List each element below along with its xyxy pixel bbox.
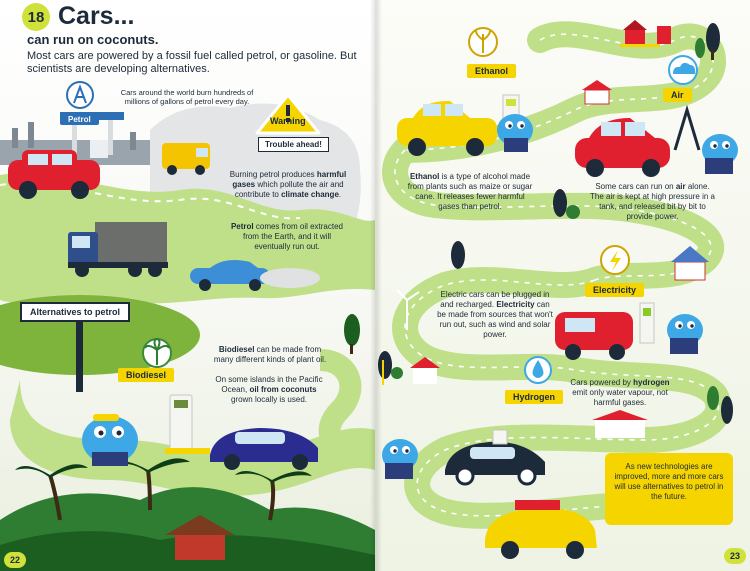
left-page: 18 Cars... can run on coconuts. Most car… <box>0 0 375 571</box>
page-number-right: 23 <box>724 548 746 564</box>
future-note-box <box>605 453 733 525</box>
air-label: Air <box>663 88 692 102</box>
warning-label: Warning <box>270 116 306 126</box>
air-text: Some cars can run on air alone. The air … <box>590 182 715 221</box>
electricity-label: Electricity <box>585 283 645 297</box>
ethanol-label: Ethanol <box>467 64 516 78</box>
ethanol-text: Ethanol is a type of alcohol made from p… <box>407 172 533 211</box>
right-illustration <box>378 20 738 559</box>
hydrogen-label: Hydrogen <box>505 390 564 404</box>
petrol-caption: Cars around the world burn hundreds of m… <box>120 88 254 106</box>
page-subtitle: can run on coconuts. <box>27 32 159 47</box>
page-number-left: 22 <box>4 552 26 568</box>
gases-text: Burning petrol produces harmful gases wh… <box>229 170 347 199</box>
intro-text: Most cars are powered by a fossil fuel c… <box>27 50 357 75</box>
right-page: Ethanol Ethanol is a type of alcohol mad… <box>375 0 750 571</box>
biodiesel-label: Biodiesel <box>118 368 175 382</box>
warning-sign-icon <box>255 93 321 135</box>
page-title: Cars... <box>58 2 135 30</box>
future-text: As new technologies are improved, more a… <box>614 462 724 501</box>
alternatives-sign: Alternatives to petrol <box>20 302 131 322</box>
petrol-label: Petrol <box>60 114 99 125</box>
trouble-ahead-sign: Trouble ahead! <box>258 137 329 152</box>
left-illustration <box>0 81 375 571</box>
red-car-illustration <box>8 150 100 199</box>
electricity-text: Electric cars can be plugged in and rech… <box>437 290 553 339</box>
biodiesel-text: Biodiesel can be made from many differen… <box>213 345 327 364</box>
book-spine-shadow <box>370 0 382 571</box>
petrol-fact-text: Petrol comes from oil extracted from the… <box>230 222 344 251</box>
mascot-biodiesel <box>82 414 138 466</box>
coconut-text: On some islands in the Pacific Ocean, oi… <box>215 375 323 404</box>
hydrogen-text: Cars powered by hydrogen emit only water… <box>570 378 670 407</box>
chapter-number-badge: 18 <box>22 3 50 31</box>
